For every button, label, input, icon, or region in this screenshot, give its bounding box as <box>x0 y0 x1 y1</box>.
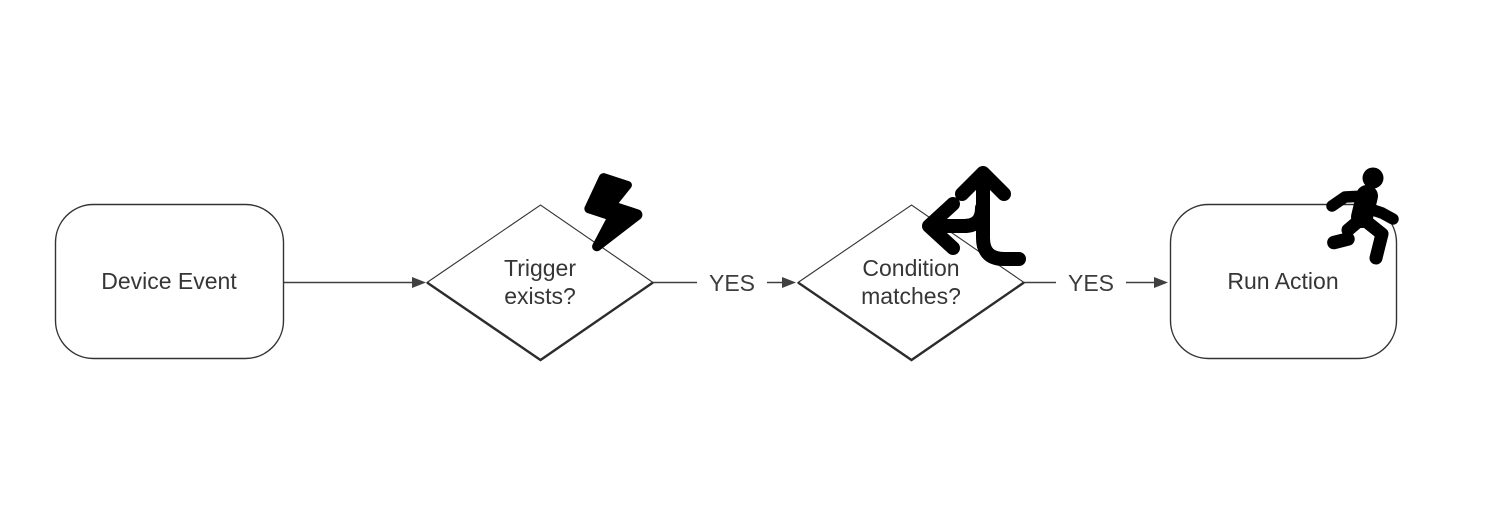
node-condition-matches-shape <box>797 204 1025 362</box>
node-device-event-shape <box>54 203 285 360</box>
arrowhead-condition-to-run <box>1154 277 1168 288</box>
lightning-bolt-icon <box>584 173 643 252</box>
arrowhead-device-to-trigger <box>412 277 426 288</box>
person-running-icon <box>1326 167 1399 265</box>
arrowhead-trigger-to-condition <box>782 277 796 288</box>
arrows-split-up-and-left-icon <box>922 166 1026 266</box>
